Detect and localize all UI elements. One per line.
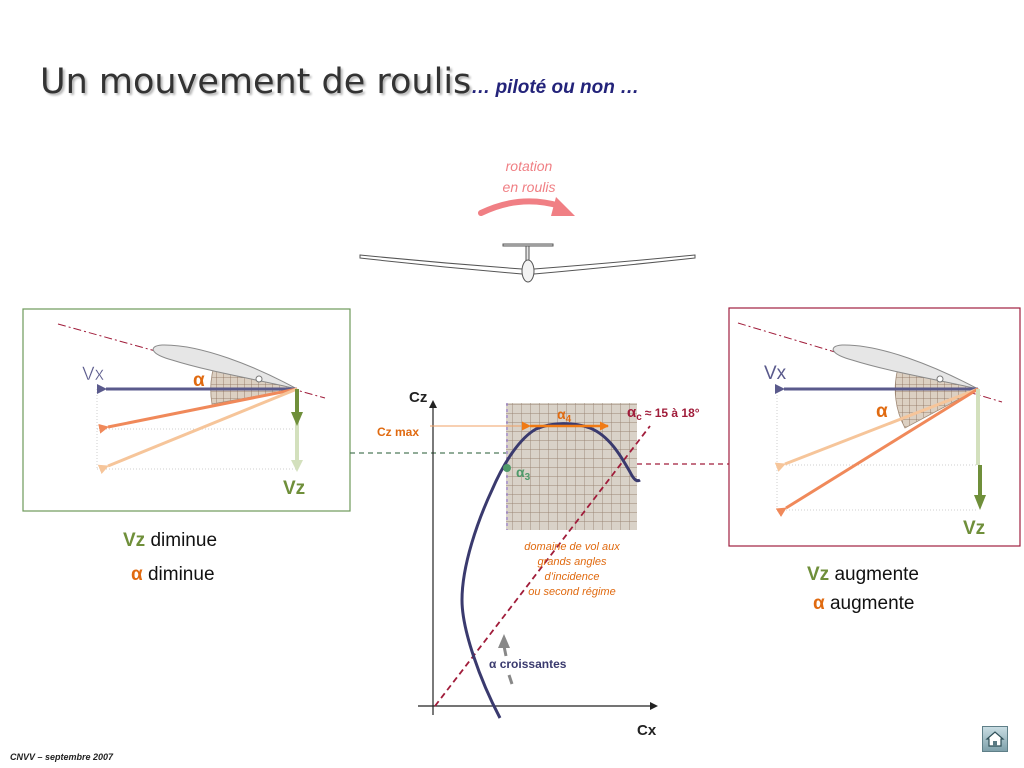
alphac-sub: c xyxy=(636,412,642,423)
domain-caption-line3: d’incidence xyxy=(544,571,599,583)
alphac-label: αc≈ 15 à 18° xyxy=(627,404,700,423)
right-caption-vz-text: augmente xyxy=(834,564,919,585)
page-title: Un mouvement de roulis… piloté ou non … xyxy=(40,62,639,102)
alpha3-sub: 3 xyxy=(525,472,531,483)
alpha4-label: α4 xyxy=(557,406,572,425)
alpha4-sub: 4 xyxy=(566,414,572,425)
right-vz-arrowhead xyxy=(974,495,986,510)
domain-caption-line4: ou second régime xyxy=(528,586,615,598)
right-caption-line1: Vz augmente xyxy=(807,560,919,589)
home-icon xyxy=(985,731,1005,747)
alpha4-symbol: α xyxy=(557,406,566,422)
right-alpha-label: α xyxy=(876,401,888,422)
left-pivot xyxy=(255,375,263,383)
home-button[interactable] xyxy=(982,726,1008,752)
right-caption-alpha: α xyxy=(813,593,825,614)
left-caption: Vz diminue α diminue xyxy=(123,524,217,592)
alpha3-label: α3 xyxy=(516,464,531,483)
left-caption-alpha: α xyxy=(131,564,143,585)
title-subtitle: … piloté ou non … xyxy=(471,77,640,98)
left-caption-alpha-text: diminue xyxy=(147,564,215,585)
left-resultant-arrow xyxy=(98,387,298,434)
alpha3-symbol: α xyxy=(516,464,525,480)
left-caption-line1: Vz diminue xyxy=(123,524,217,558)
left-caption-line2: α diminue xyxy=(123,558,217,592)
right-resultant-arrow xyxy=(775,387,979,517)
domain-caption: domaine de vol aux grands angles d’incid… xyxy=(524,541,620,598)
right-vx-label: Vx xyxy=(764,363,787,384)
stall-incidence-line xyxy=(434,425,651,707)
left-vz-label: Vz xyxy=(283,478,305,499)
right-caption-vz: Vz xyxy=(807,564,830,585)
alpha-increasing-arrow-icon xyxy=(498,634,510,648)
alpha-increasing-arrow-tail xyxy=(507,674,514,685)
left-caption-vz: Vz xyxy=(123,530,146,551)
rotation-label-line2: en roulis xyxy=(503,179,556,195)
right-old-resultant-arrow xyxy=(774,387,979,472)
cz-max-label: Cz max xyxy=(377,425,419,439)
rotation-arrow-icon xyxy=(478,198,563,216)
right-caption: Vz augmente α augmente xyxy=(807,560,919,618)
high-alpha-domain-grid xyxy=(506,403,637,530)
cx-axis-label: Cx xyxy=(637,722,657,739)
domain-caption-line1: domaine de vol aux xyxy=(524,541,620,553)
domain-caption-line2: grands angles xyxy=(537,556,607,568)
alpha-increasing-arrow-shaft xyxy=(502,645,508,657)
title-main: Un mouvement de roulis xyxy=(40,62,472,102)
left-vz-light-arrowhead xyxy=(291,460,303,472)
alphac-symbol: α xyxy=(627,404,637,421)
rotation-arrowhead-icon xyxy=(551,197,575,216)
alpha3-point xyxy=(503,464,511,472)
left-vx-label: Vx xyxy=(82,364,105,385)
right-caption-line2: α augmente xyxy=(807,589,919,618)
left-old-resultant-arrow xyxy=(97,387,298,475)
cz-axis-label: Cz xyxy=(409,389,427,406)
alphac-value: ≈ 15 à 18° xyxy=(645,406,700,420)
left-caption-vz-text: diminue xyxy=(150,530,218,551)
left-vz-arrowhead xyxy=(291,412,303,426)
right-pivot xyxy=(936,375,944,383)
footer-credit: CNVV – septembre 2007 xyxy=(10,752,114,762)
right-vz-label: Vz xyxy=(963,518,985,539)
left-alpha-label: α xyxy=(193,370,205,391)
alpha-increasing-label: α croissantes xyxy=(489,657,567,671)
rotation-label-line1: rotation xyxy=(506,158,553,174)
right-caption-alpha-text: augmente xyxy=(829,593,915,614)
polar-curve xyxy=(460,422,641,719)
glider-front-icon xyxy=(359,243,696,283)
